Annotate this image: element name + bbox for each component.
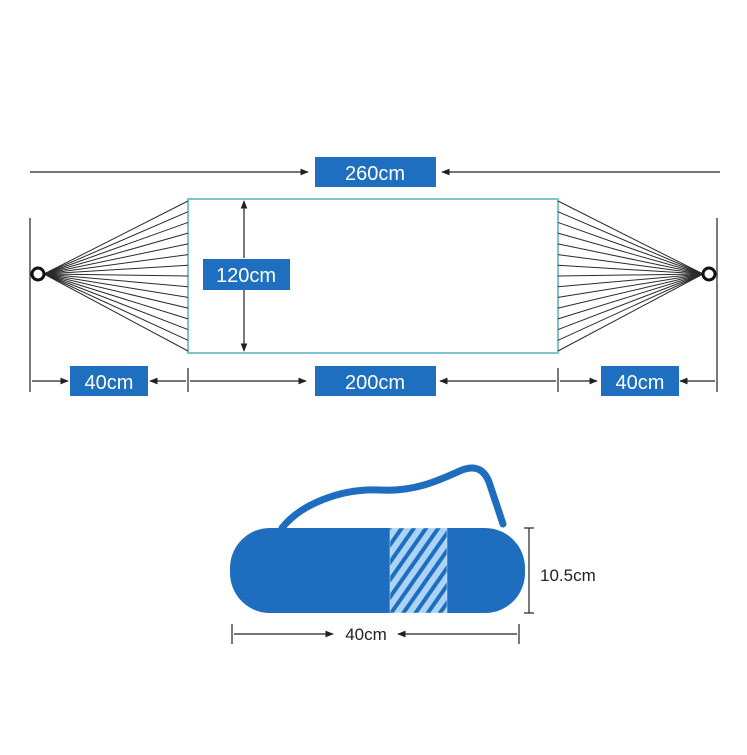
bag-body bbox=[230, 528, 525, 613]
bag-strap bbox=[278, 464, 507, 532]
right-ring bbox=[701, 266, 717, 282]
bag-length-label: 40cm bbox=[345, 625, 387, 644]
left-rope bbox=[43, 273, 189, 309]
right-rope bbox=[557, 221, 704, 275]
left-rope bbox=[43, 254, 189, 275]
width-label: 120cm bbox=[216, 265, 276, 287]
total-length-dimension: 260cm bbox=[30, 157, 720, 187]
bag-height-label: 10.5cm bbox=[540, 566, 596, 585]
segment-dimensions: 40cm 200cm 40cm bbox=[29, 218, 718, 396]
left-rope bbox=[43, 264, 189, 275]
left-ring bbox=[30, 266, 46, 282]
left-rope bbox=[43, 273, 189, 320]
right-rope bbox=[557, 273, 704, 352]
width-dimension: 120cm bbox=[203, 200, 290, 352]
left-rope-label-box bbox=[70, 366, 148, 396]
carry-bag bbox=[230, 464, 525, 614]
right-rope bbox=[557, 273, 704, 309]
right-rope bbox=[557, 273, 704, 331]
left-rope-fan bbox=[43, 200, 189, 352]
right-rope bbox=[557, 273, 704, 341]
bag-length-dimension: 40cm bbox=[231, 624, 520, 644]
left-rope bbox=[43, 273, 189, 277]
width-label-box bbox=[203, 259, 290, 290]
right-rope bbox=[557, 273, 704, 277]
right-rope bbox=[557, 273, 704, 288]
right-rope bbox=[557, 273, 704, 298]
left-rope bbox=[43, 232, 189, 275]
right-rope bbox=[557, 243, 704, 275]
total-length-label: 260cm bbox=[345, 163, 405, 185]
left-rope bbox=[43, 273, 189, 288]
right-rope bbox=[557, 264, 704, 275]
left-rope bbox=[43, 211, 189, 275]
bag-mesh-panel-edge bbox=[389, 527, 448, 614]
right-rope-label: 40cm bbox=[616, 372, 665, 394]
bed-length-label-box bbox=[315, 366, 436, 396]
right-rope bbox=[557, 273, 704, 320]
left-rope bbox=[43, 273, 189, 298]
left-rope-label: 40cm bbox=[85, 372, 134, 394]
right-rope bbox=[557, 200, 704, 275]
left-rope bbox=[43, 273, 189, 341]
left-rope bbox=[43, 243, 189, 275]
left-rope bbox=[43, 221, 189, 275]
left-rope bbox=[43, 273, 189, 352]
right-rope-fan bbox=[557, 200, 704, 352]
right-rope-label-box bbox=[601, 366, 679, 396]
bed-length-label: 200cm bbox=[345, 372, 405, 394]
left-rope bbox=[43, 273, 189, 331]
right-rope bbox=[557, 254, 704, 275]
bag-mesh-panel bbox=[390, 528, 447, 613]
left-rope bbox=[43, 200, 189, 275]
right-rope bbox=[557, 211, 704, 275]
right-rope bbox=[557, 232, 704, 275]
bag-height-dimension: 10.5cm bbox=[524, 527, 596, 614]
total-length-label-box bbox=[315, 157, 436, 187]
